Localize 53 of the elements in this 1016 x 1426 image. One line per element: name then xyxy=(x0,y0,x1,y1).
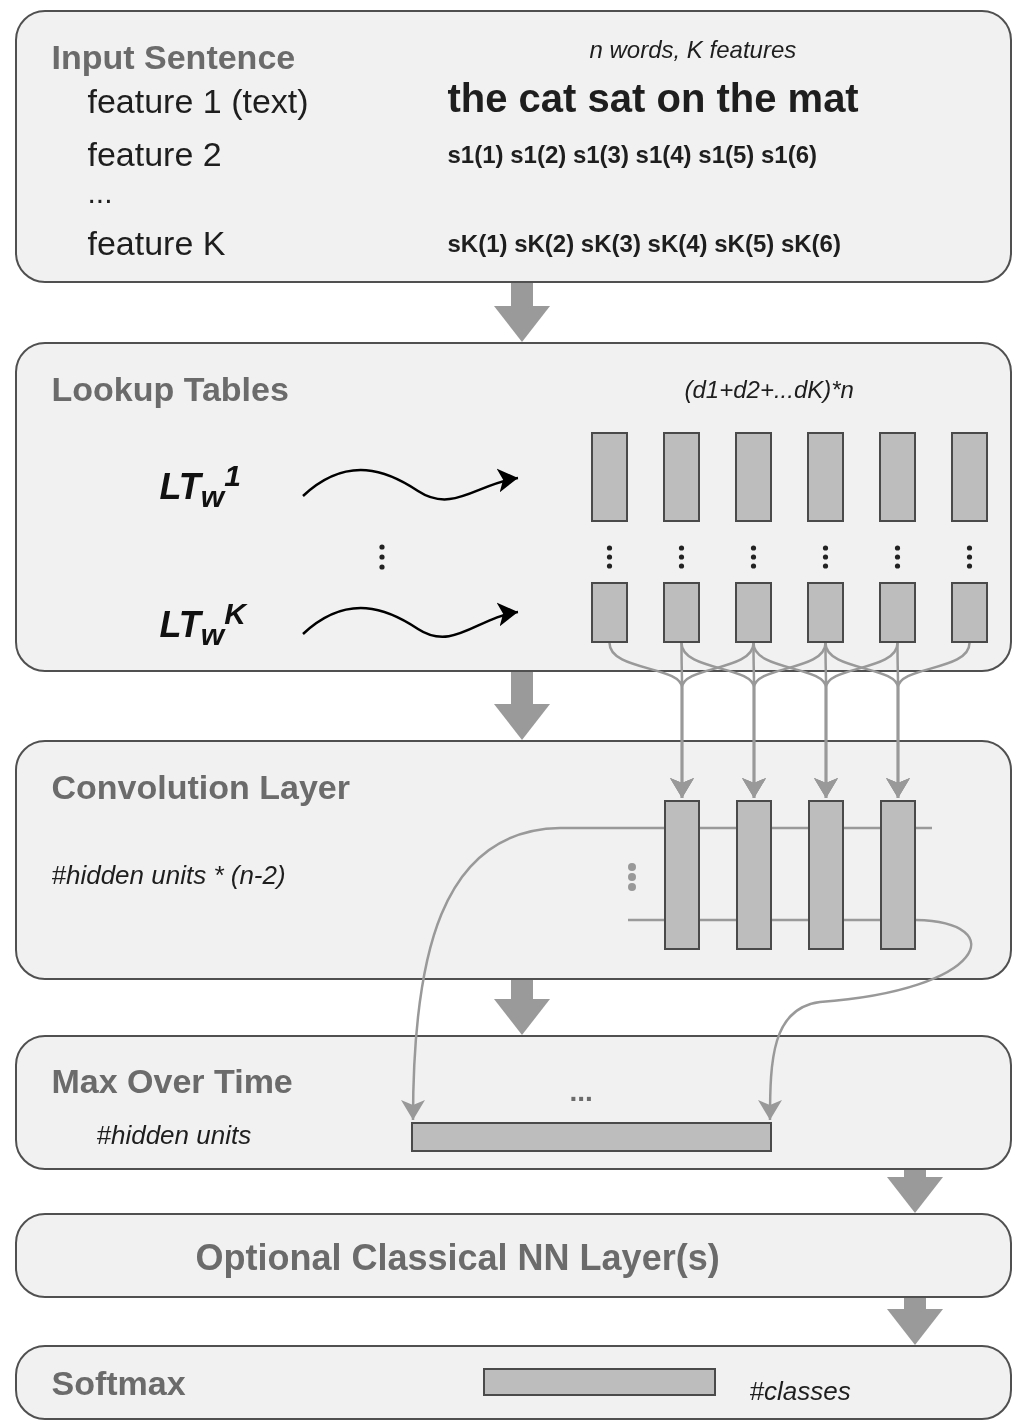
vector-bar xyxy=(879,799,916,950)
layer-panel xyxy=(15,1035,1012,1170)
feature-name: feature 1 (text) xyxy=(87,83,309,118)
vector-bar xyxy=(662,431,700,522)
vector-bar xyxy=(734,431,772,522)
layer-panel xyxy=(15,740,1012,980)
arrow xyxy=(494,283,550,342)
vector-bar xyxy=(878,431,916,522)
arrow xyxy=(758,918,972,1120)
panel-heading: Convolution Layer xyxy=(51,769,350,804)
panel-heading: Optional Classical NN Layer(s) xyxy=(195,1239,720,1276)
dimension-note: #hidden units xyxy=(96,1121,252,1148)
dimension-note: (d1+d2+...dK)*n xyxy=(684,377,854,402)
vector-bar xyxy=(410,1121,772,1152)
arrow xyxy=(494,980,550,1035)
vector-bar xyxy=(734,581,772,643)
feature-values: s1(1) s1(2) s1(3) s1(4) s1(5) s1(6) xyxy=(447,142,817,167)
wavy-arrow xyxy=(302,603,519,638)
vector-bar xyxy=(806,581,844,643)
vector-bar xyxy=(663,799,700,950)
dimension-note: #classes xyxy=(749,1377,851,1404)
vector-bar xyxy=(878,581,916,643)
layer-panel xyxy=(15,10,1012,283)
vector-bar xyxy=(662,581,700,643)
vector-bar xyxy=(482,1367,716,1396)
panel-heading: Lookup Tables xyxy=(51,371,289,406)
ellipsis: ... xyxy=(87,177,113,208)
panel-heading: Max Over Time xyxy=(51,1063,293,1098)
feature-values: sK(1) sK(2) sK(3) sK(4) sK(5) sK(6) xyxy=(447,231,841,256)
vector-bar xyxy=(807,799,844,950)
arrow xyxy=(886,642,971,798)
dimension-note: #hidden units * (n-2) xyxy=(51,861,286,888)
layer-panel xyxy=(15,342,1012,672)
dimension-note: n words, K features xyxy=(589,37,797,62)
layer-panel xyxy=(15,1345,1012,1420)
vector-bar xyxy=(950,431,988,522)
vector-bar xyxy=(806,431,844,522)
feature-name: feature 2 xyxy=(87,136,222,171)
panel-heading: Softmax xyxy=(51,1365,186,1400)
layer-panel xyxy=(15,1213,1012,1298)
vector-bar xyxy=(950,581,988,643)
vector-bar xyxy=(590,581,628,643)
vector-bar xyxy=(590,431,628,522)
wavy-arrow xyxy=(302,468,519,501)
sentence-text: the cat sat on the mat xyxy=(447,77,859,118)
arrow xyxy=(401,826,664,1120)
feature-name: feature K xyxy=(87,225,226,260)
ellipsis: ... xyxy=(569,1077,593,1106)
arrow xyxy=(887,1170,943,1213)
panel-heading: Input Sentence xyxy=(51,39,296,74)
vector-bar xyxy=(735,799,772,950)
arrow xyxy=(887,1298,943,1345)
arrow xyxy=(494,672,550,740)
